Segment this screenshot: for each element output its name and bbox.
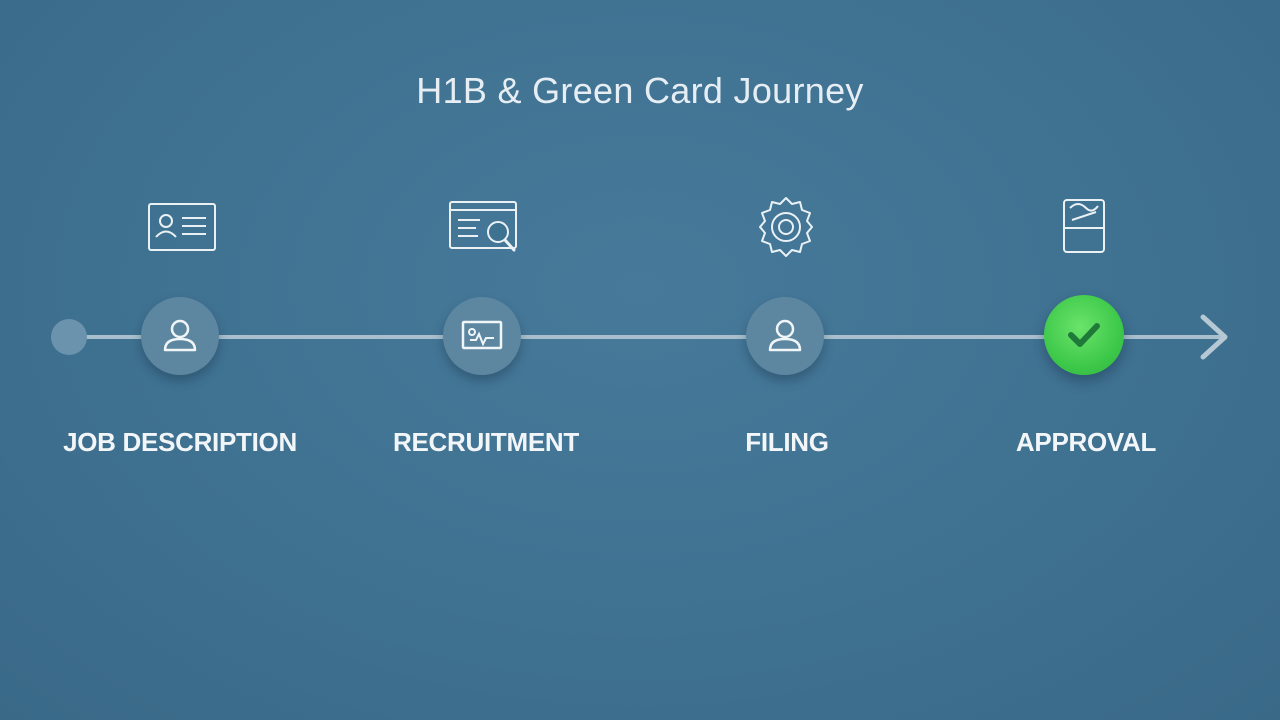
step-label-filing: FILING [745, 427, 829, 457]
gear-seal-icon [748, 194, 824, 260]
person-icon [768, 319, 802, 352]
step-node-filing[interactable] [746, 297, 824, 375]
check-icon [1068, 323, 1100, 347]
step-label-recruitment: RECRUITMENT [393, 427, 579, 457]
step-node-approval[interactable] [1044, 295, 1124, 375]
folder-search-icon [446, 194, 522, 260]
step-label-approval: APPROVAL [1015, 427, 1157, 457]
step-label-job-description: JOB DESCRIPTION [63, 427, 297, 457]
timeline-start-dot [51, 319, 87, 355]
step-node-job-description[interactable] [141, 297, 219, 375]
page-title: H1B & Green Card Journey [416, 70, 864, 111]
arrow-head-icon [1200, 314, 1228, 360]
step-node-recruitment[interactable] [443, 297, 521, 375]
id-card-icon [144, 194, 220, 260]
monitor-icon [461, 320, 503, 350]
document-icon [1046, 194, 1122, 260]
person-icon [163, 319, 197, 352]
